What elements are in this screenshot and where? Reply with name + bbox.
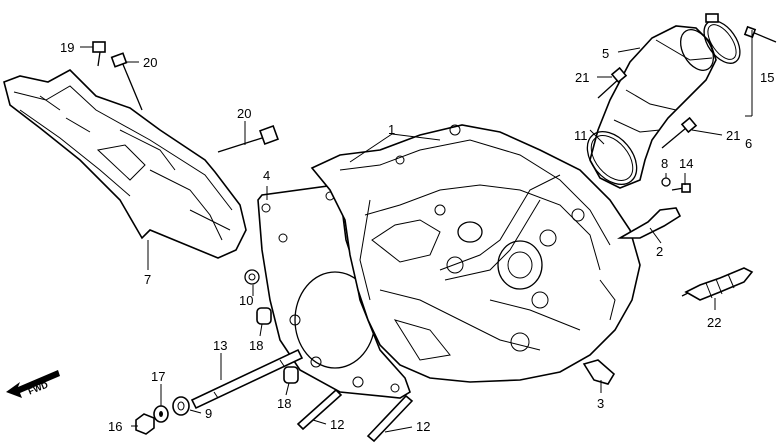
bolt-part-20-lower [217, 125, 279, 153]
insulator-o-ring-part-11 [586, 131, 638, 185]
bolt-part-20-upper [110, 52, 143, 111]
leader-lines [80, 30, 753, 433]
callout-8: 8 [661, 156, 668, 171]
callout-11: 11 [574, 128, 588, 143]
callout-10: 10 [239, 293, 253, 308]
bolt-part-21-lower [661, 116, 698, 149]
stud-bolt-part-13 [190, 348, 304, 410]
stud-bolt-part-12-right [366, 394, 414, 443]
callout-9: 9 [205, 406, 212, 421]
dowel-part-18-upper [256, 307, 272, 325]
callout-21-upper: 21 [575, 70, 589, 85]
callout-15: 15 [760, 70, 774, 85]
nut-part-16 [135, 413, 155, 435]
washer-part-9 [172, 396, 190, 416]
bolt-part-21-upper [597, 66, 628, 99]
bolt-part-14 [671, 183, 691, 193]
washer-part-8 [661, 177, 671, 187]
washer-part-17 [153, 405, 169, 423]
callout-22: 22 [707, 315, 721, 330]
head-gasket-part-4 [257, 185, 411, 399]
callout-12-right: 12 [416, 419, 430, 434]
callout-1: 1 [388, 122, 395, 137]
o-ring-part-10 [244, 269, 260, 285]
intake-pipe-part-5 [589, 25, 717, 189]
hose-clamp-part-6 [703, 13, 741, 64]
callout-4: 4 [263, 168, 270, 183]
callout-20-upper: 20 [143, 55, 157, 70]
callout-13: 13 [213, 338, 227, 353]
forward-direction-arrow: FWD [6, 370, 60, 398]
exhaust-guard-part-7 [3, 69, 247, 259]
callout-5: 5 [602, 46, 609, 61]
bolt-part-19 [92, 41, 106, 67]
dowel-pin-part-3 [582, 359, 616, 385]
callout-16: 16 [108, 419, 122, 434]
callout-17: 17 [151, 369, 165, 384]
callout-12-left: 12 [330, 417, 344, 432]
callout-19: 19 [60, 40, 74, 55]
callout-20-lower: 20 [237, 106, 251, 121]
callout-18-lower: 18 [277, 396, 291, 411]
callout-7: 7 [144, 272, 151, 287]
dowel-part-18-lower [283, 366, 299, 384]
bracket-part-2 [616, 207, 682, 239]
callout-6: 6 [745, 136, 752, 151]
callout-3: 3 [597, 396, 604, 411]
clamp-screw-part-15 [743, 25, 777, 43]
spark-plug-part-22 [681, 267, 754, 301]
callout-18-upper: 18 [249, 338, 263, 353]
callout-14: 14 [679, 156, 693, 171]
callout-2: 2 [656, 244, 663, 259]
cylinder-head-part-1 [310, 124, 641, 383]
callout-21-lower: 21 [726, 128, 740, 143]
stud-bolt-part-12-left [296, 388, 343, 431]
